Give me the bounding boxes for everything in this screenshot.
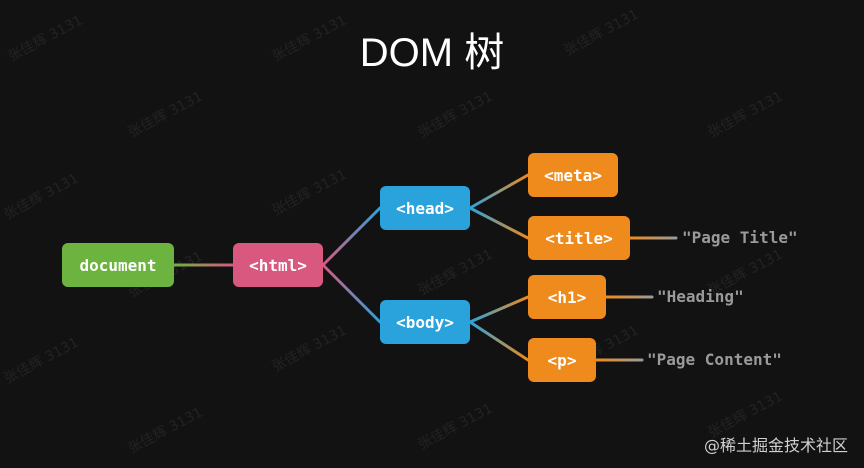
- node-meta: <meta>: [528, 153, 618, 197]
- node-head: <head>: [380, 186, 470, 230]
- edge-html-head: [321, 206, 382, 267]
- edge-body-h1: [468, 295, 530, 324]
- edge-body-p: [468, 320, 530, 362]
- edge-head-meta: [468, 173, 530, 210]
- diagram-title: DOM 树: [359, 31, 505, 75]
- source-brand: @稀土掘金技术社区: [703, 436, 848, 455]
- text-page-content: "Page Content": [647, 350, 782, 369]
- text-heading: "Heading": [657, 287, 744, 306]
- node-document: document: [62, 243, 174, 287]
- node-p: <p>: [528, 338, 596, 382]
- edge-head-title: [468, 206, 530, 240]
- text-page-title: "Page Title": [682, 228, 798, 247]
- node-h1: <h1>: [528, 275, 606, 319]
- node-title: <title>: [528, 216, 630, 260]
- node-body: <body>: [380, 300, 470, 344]
- node-html: <html>: [233, 243, 323, 287]
- edge-html-body: [321, 263, 382, 324]
